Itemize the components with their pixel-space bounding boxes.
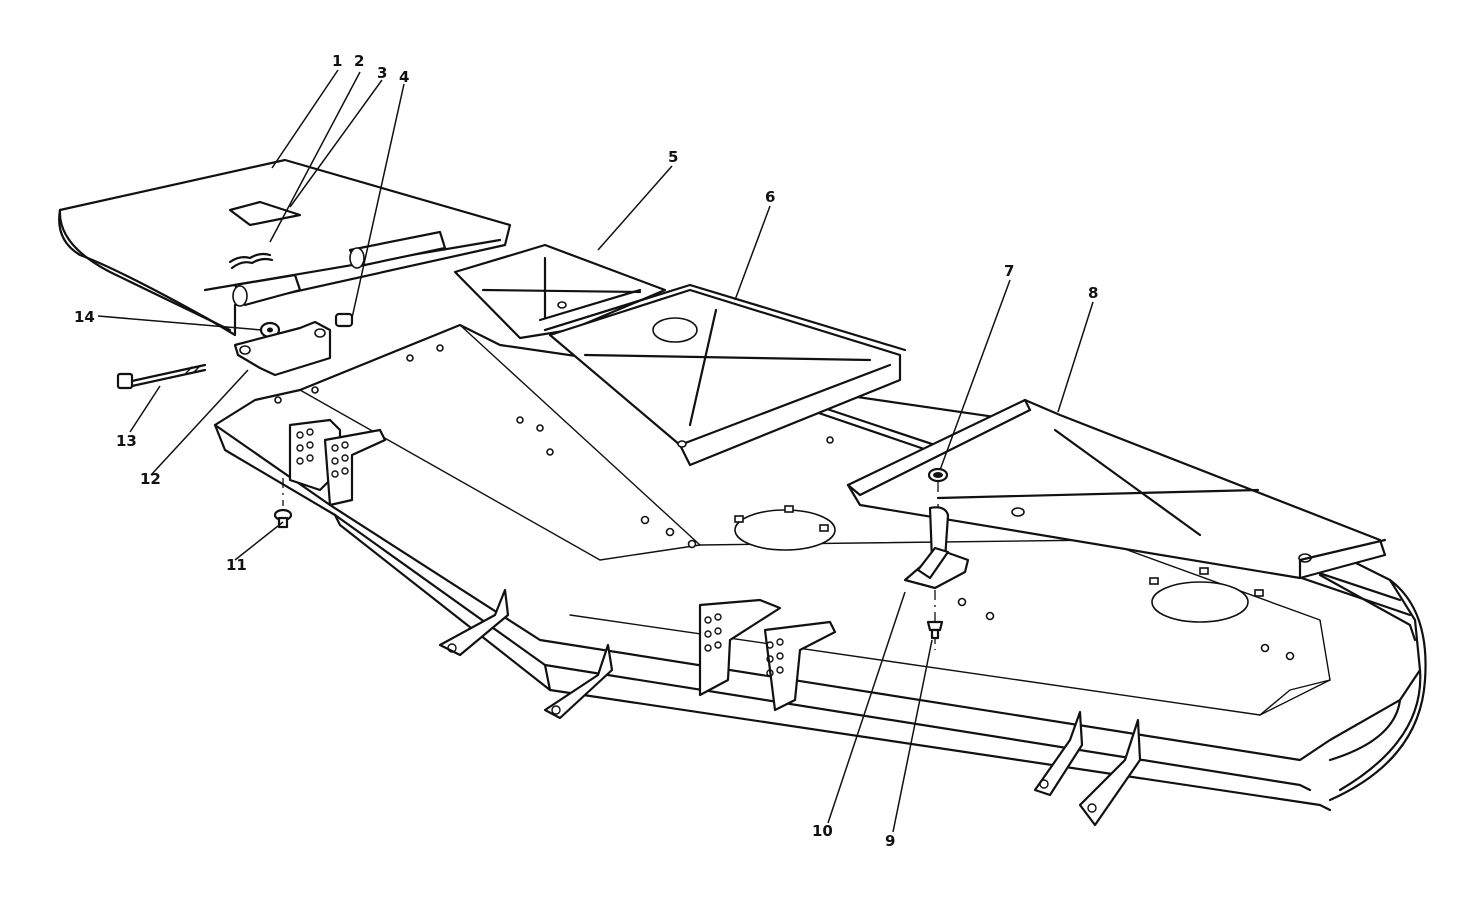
callout-3: 3 [377,64,387,82]
callout-7: 7 [1004,262,1014,280]
part-4-nut [334,312,354,328]
callout-4: 4 [399,68,409,86]
callout-9: 9 [885,832,895,850]
part-2-spring [228,252,274,270]
callout-14: 14 [74,308,95,326]
callout-11: 11 [226,556,247,574]
hanger-arms [438,588,1142,827]
callout-2: 2 [354,52,364,70]
bracket-left [288,418,387,507]
part-13-bolt [116,363,207,390]
callout-12: 12 [140,470,161,488]
part-5-cover [453,243,667,340]
part-6-plate [538,283,907,467]
part-7-nut [927,467,949,515]
part-1-top-cover [58,158,512,337]
part-12-hinge-bracket [233,320,332,377]
callout-6: 6 [765,188,775,206]
callout-10: 10 [812,822,833,840]
callout-5: 5 [668,148,678,166]
bracket-center [698,598,837,712]
part-11-screw [273,478,293,529]
callout-8: 8 [1088,284,1098,302]
hinge-tubes [232,230,447,307]
part-9-screw [926,590,944,650]
callouts: 1 2 3 4 5 6 7 8 9 10 11 12 13 14 [74,52,1098,850]
part-10-latch [903,506,970,590]
leader-lines [97,69,1094,833]
callout-1: 1 [332,52,342,70]
callout-13: 13 [116,432,137,450]
